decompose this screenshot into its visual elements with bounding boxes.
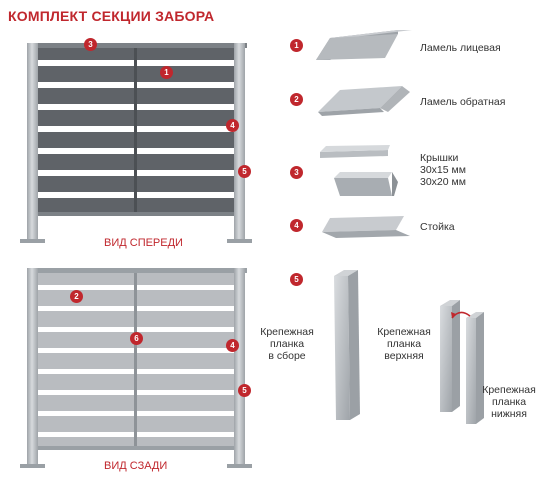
- back-top-cap: [27, 268, 247, 273]
- bracket-label-line: планка: [386, 338, 422, 350]
- part-badge: 1: [290, 39, 303, 52]
- front-center-bracket: [134, 48, 137, 212]
- bracket-label-line: Крепежная: [482, 384, 536, 396]
- bracket-label-line: Крепежная: [377, 326, 431, 338]
- part-1-label: Ламель лицевая: [420, 42, 501, 54]
- part-5-assembled-bracket-image: [334, 270, 360, 420]
- part-badge: 2: [290, 93, 303, 106]
- marker-badge: 5: [238, 165, 251, 178]
- marker-badge: 1: [160, 66, 173, 79]
- bracket-bottom-label: Крепежная планка нижняя: [474, 384, 544, 420]
- bracket-label-line: верхняя: [384, 350, 424, 362]
- part-badge: 5: [290, 273, 303, 286]
- bracket-label-line: планка: [269, 338, 305, 350]
- bracket-label-line: планка: [491, 396, 527, 408]
- bracket-label-line: Крепежная: [260, 326, 314, 338]
- front-fence: [20, 43, 252, 243]
- back-fence: [20, 268, 252, 468]
- marker-badge: 4: [226, 339, 239, 352]
- front-base-right: [227, 239, 252, 243]
- page-title: КОМПЛЕКТ СЕКЦИИ ЗАБОРА: [8, 8, 215, 24]
- part-3-label-line: Крышки: [420, 152, 459, 164]
- front-bottom-rail: [38, 212, 234, 216]
- part-3-label-line: 30х20 мм: [420, 176, 466, 188]
- back-base-right: [227, 464, 252, 468]
- part-badge: 4: [290, 219, 303, 232]
- part-2-label: Ламель обратная: [420, 96, 506, 108]
- back-post-left: [27, 268, 38, 466]
- marker-badge: 4: [226, 119, 239, 132]
- bracket-label-line: в сборе: [268, 350, 306, 362]
- part-5-top-bracket-image: [440, 300, 460, 412]
- back-center-bracket: [134, 273, 137, 446]
- bracket-assembled-label: Крепежная планка в сборе: [252, 326, 322, 362]
- part-1-front-lamel-image: [316, 30, 412, 60]
- marker-badge: 5: [238, 384, 251, 397]
- part-4-post-image: [322, 216, 410, 238]
- part-badge: 3: [290, 166, 303, 179]
- marker-badge: 3: [84, 38, 97, 51]
- marker-badge: 6: [130, 332, 143, 345]
- front-view-label: ВИД СПЕРЕДИ: [104, 237, 183, 249]
- bracket-label-line: нижняя: [491, 408, 527, 420]
- marker-badge: 2: [70, 290, 83, 303]
- back-post-right: [234, 268, 245, 466]
- front-base-left: [20, 239, 45, 243]
- part-4-label: Стойка: [420, 221, 455, 233]
- front-top-cap: [27, 43, 247, 48]
- part-5-bottom-bracket-image: [466, 312, 484, 424]
- back-base-left: [20, 464, 45, 468]
- part-3-label-line: 30х15 мм: [420, 164, 466, 176]
- back-bottom-rail: [38, 446, 234, 450]
- part-3-label: Крышки 30х15 мм 30х20 мм: [420, 152, 466, 188]
- front-post-right: [234, 43, 245, 241]
- part-3-caps-image: [320, 145, 398, 196]
- back-view-label: ВИД СЗАДИ: [104, 460, 168, 472]
- bracket-top-label: Крепежная планка верхняя: [368, 326, 440, 362]
- part-2-back-lamel-image: [318, 86, 410, 116]
- front-post-left: [27, 43, 38, 241]
